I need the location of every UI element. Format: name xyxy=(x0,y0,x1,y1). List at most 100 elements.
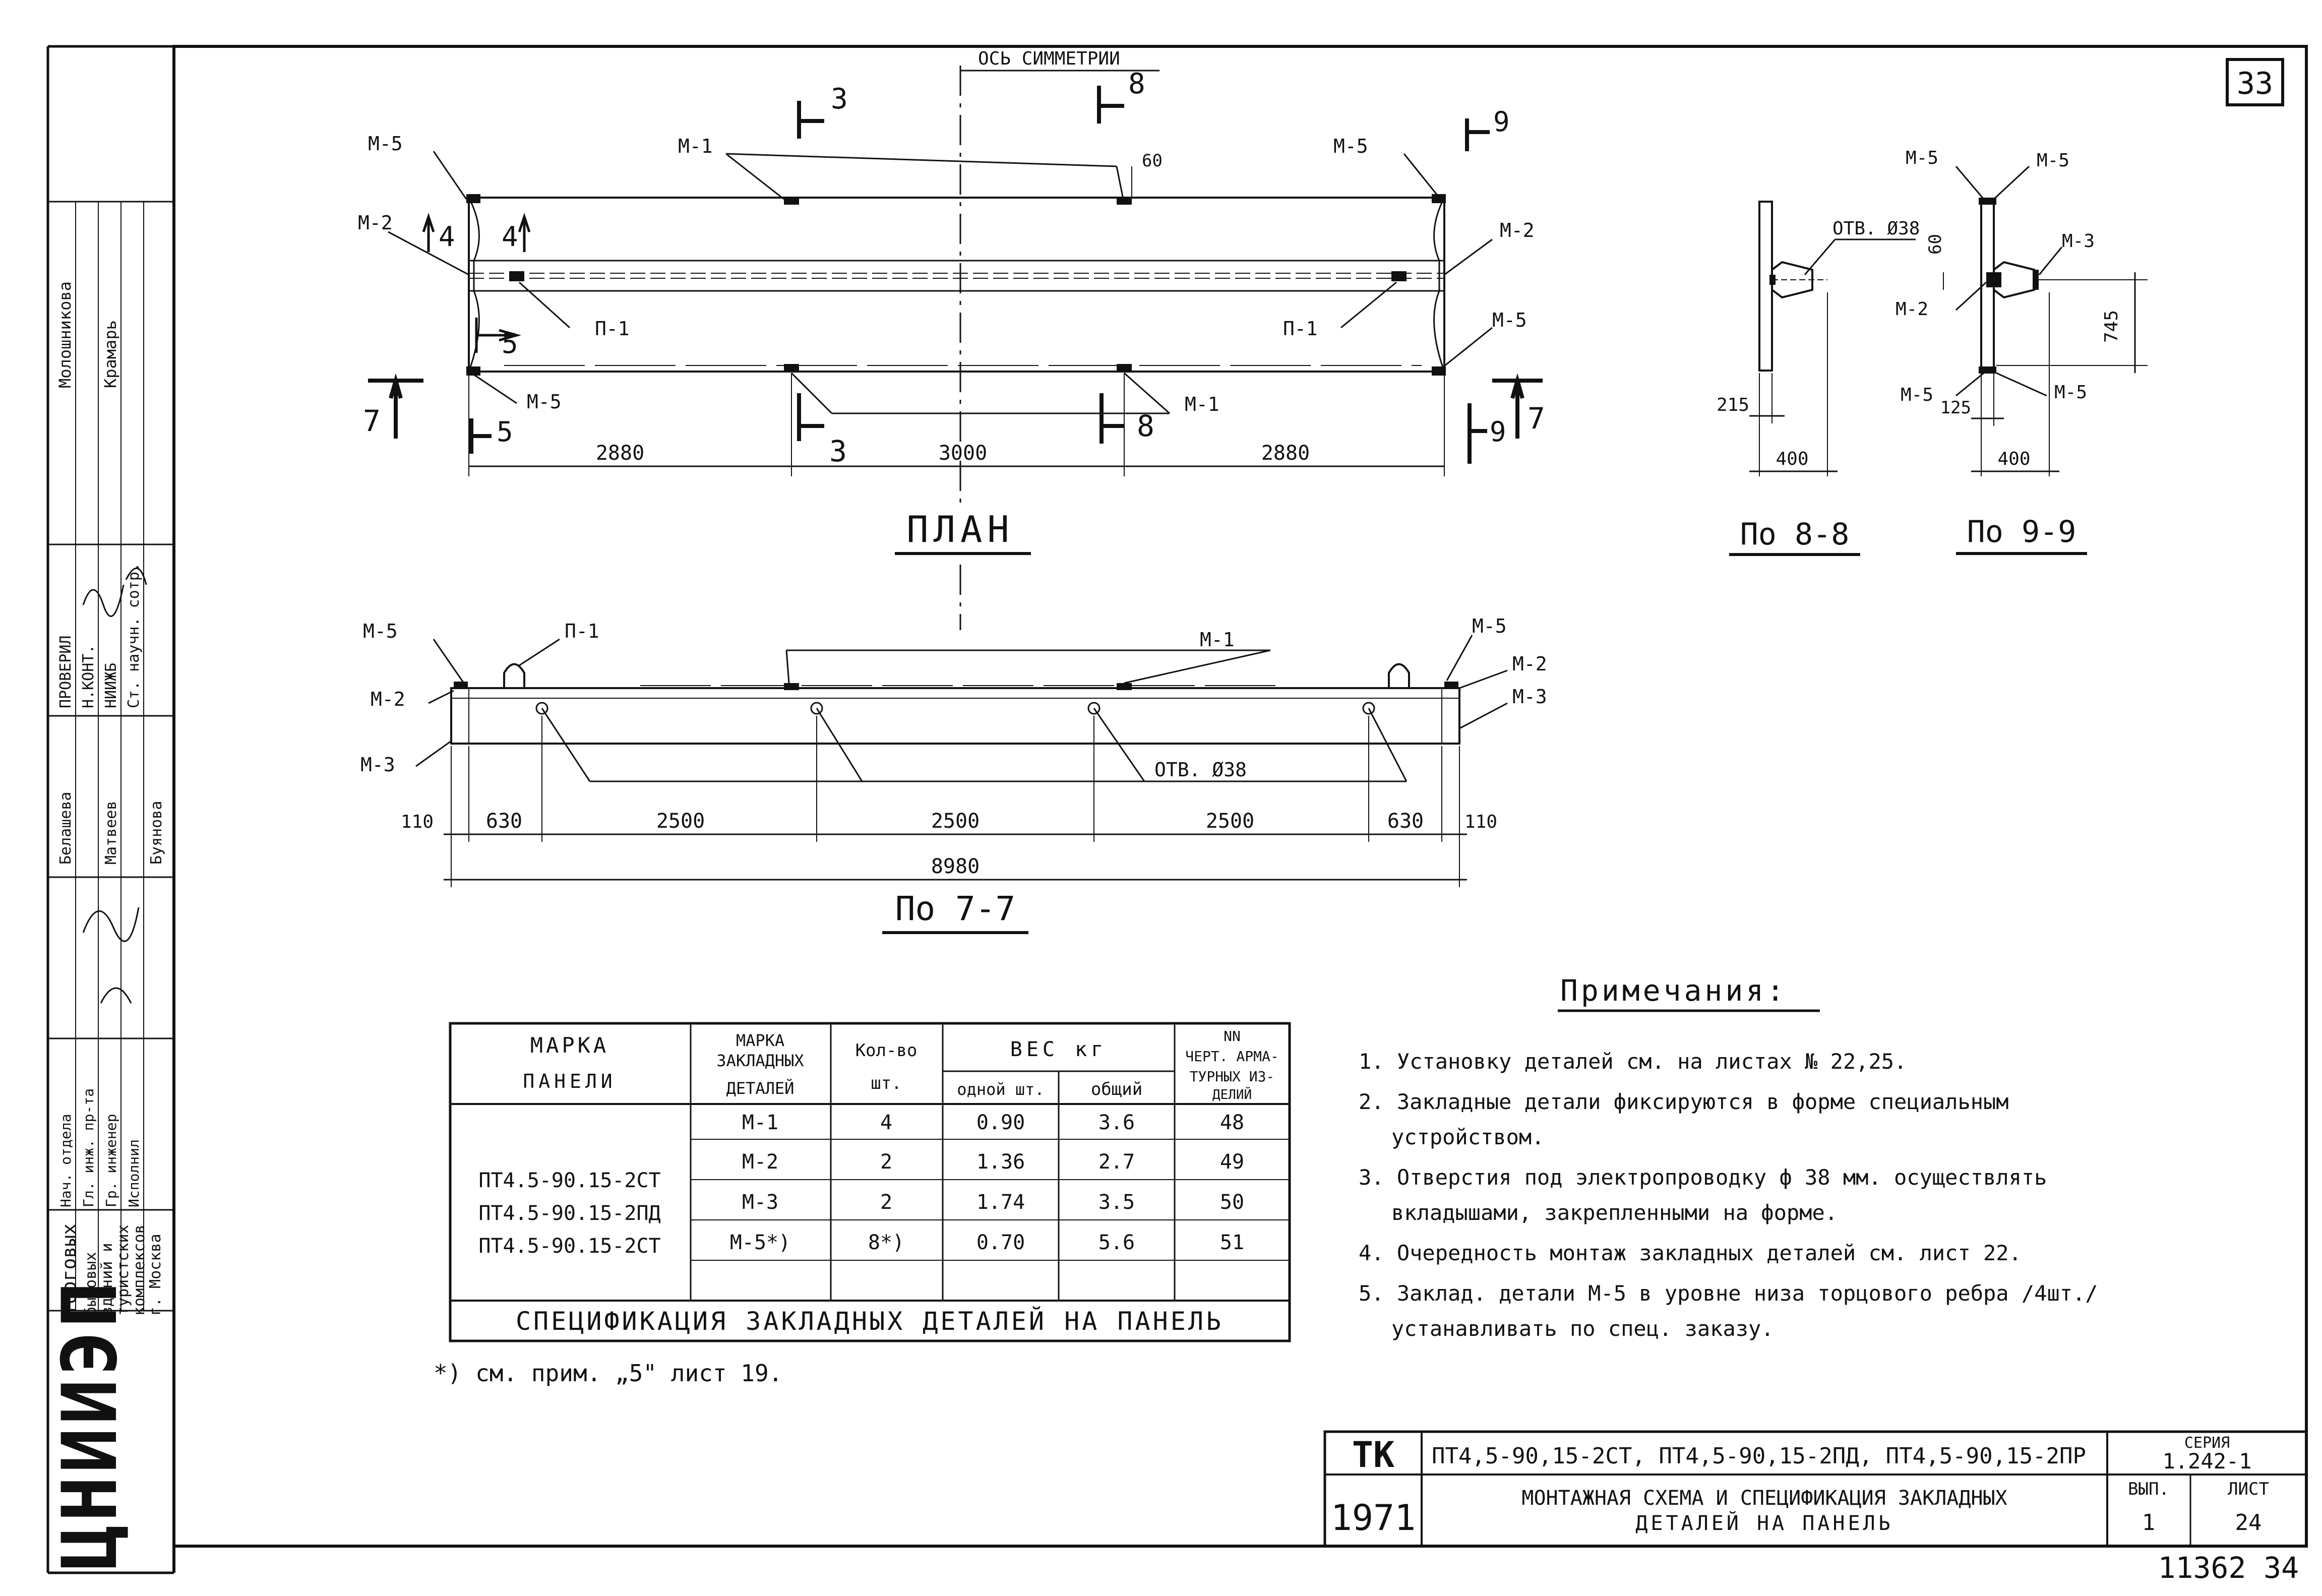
sec99-m3: М-3 xyxy=(2062,231,2095,252)
plan-sec-8-bottom: 8 xyxy=(1137,409,1154,443)
role-2: Гл. инж. пр-та xyxy=(80,1088,97,1207)
view77-m3-l: М-3 xyxy=(360,754,395,776)
stamp-bottom: 11362 34 xyxy=(2158,1551,2299,1585)
view77-m5-l: М-5 xyxy=(363,620,398,642)
view77-dim-2500-2: 2500 xyxy=(931,810,980,833)
th-drw-4: ДЕЛИЙ xyxy=(1212,1086,1252,1102)
row3-w-one: 1.74 xyxy=(976,1191,1025,1214)
row3-qty: 2 xyxy=(880,1191,892,1214)
name-4: Молошникова xyxy=(55,281,75,388)
tb-year: 1971 xyxy=(1331,1497,1416,1539)
plan-p1-l: П-1 xyxy=(595,318,630,340)
notes: Примечания: 1. Установку деталей см. на … xyxy=(1359,973,2098,1341)
panel-3: ПТ4.5-90.15-2СТ xyxy=(478,1235,660,1258)
org-line-4: туристских xyxy=(114,1224,132,1316)
plan-sec-3-top: 3 xyxy=(831,83,848,115)
org-logo: ЦНИИЭП xyxy=(46,1279,134,1570)
side-block: Торговых бытовых зданий и туристских ком… xyxy=(46,45,175,1574)
note-1: 1. Установку деталей см. на листах № 22,… xyxy=(1359,1049,1907,1074)
th-qty-2: шт. xyxy=(871,1073,901,1093)
tb-sheet: 24 xyxy=(2235,1510,2262,1536)
table-footnote: *) см. прим. „5" лист 19. xyxy=(434,1360,782,1387)
view77-dim-total: 8980 xyxy=(931,855,980,878)
th-qty-1: Кол-во xyxy=(856,1040,918,1061)
tb-sheet-label: ЛИСТ xyxy=(2228,1479,2269,1499)
org-line-5: комплексов xyxy=(131,1224,148,1316)
plan-sec-7-r: 7 xyxy=(1527,401,1545,436)
view77-title: По 7-7 xyxy=(895,889,1015,928)
panel-1: ПТ4.5-90.15-2СТ xyxy=(478,1169,660,1192)
row1-drawing: 48 xyxy=(1220,1111,1244,1134)
row2-part: М-2 xyxy=(742,1150,778,1174)
role-1: Нач. отдела xyxy=(57,1114,74,1207)
row3-drawing: 50 xyxy=(1220,1191,1244,1214)
view77-dim-630-l: 630 xyxy=(486,810,522,833)
plan-m2-l: М-2 xyxy=(358,212,393,234)
sec99-dim-60: 60 xyxy=(1925,234,1945,255)
plan-m5-bl: М-5 xyxy=(527,391,562,413)
view77-dim-2500-3: 2500 xyxy=(1206,810,1254,833)
sec88-dim-215: 215 xyxy=(1717,395,1749,415)
tb-title-2: ДЕТАЛЕЙ НА ПАНЕЛЬ xyxy=(1635,1511,1893,1535)
view77-dim-110-l: 110 xyxy=(401,812,434,832)
norm-control: Н.КОНТ. xyxy=(80,645,97,708)
row4-w-total: 5.6 xyxy=(1098,1231,1135,1254)
sec99-m5-tl: М-5 xyxy=(1906,148,1938,168)
plan-sec-8-top: 8 xyxy=(1128,68,1145,100)
plan-sec-4-r: 4 xyxy=(502,221,518,253)
th-part-3: ДЕТАЛЕЙ xyxy=(726,1079,795,1098)
view77-m2-l: М-2 xyxy=(371,688,405,710)
note-2b: устройством. xyxy=(1391,1125,1544,1149)
view77-m5-r: М-5 xyxy=(1472,615,1507,637)
sec99-m5-tr: М-5 xyxy=(2037,150,2069,171)
th-w-one: одной шт. xyxy=(957,1080,1044,1099)
page-number: 33 xyxy=(2237,66,2273,101)
sec99-m5-br: М-5 xyxy=(2054,382,2087,403)
view77-hole-label: ОТВ. Ø38 xyxy=(1154,759,1247,781)
plan-m1-top: М-1 xyxy=(678,135,713,157)
plan-dim-3000: 3000 xyxy=(939,442,987,465)
tb-issue: 1 xyxy=(2142,1510,2156,1536)
note-5b: устанавливать по спец. заказу. xyxy=(1391,1316,1774,1341)
role-4: Исполнил xyxy=(126,1139,142,1207)
th-drw-3: ТУРНЫХ ИЗ- xyxy=(1190,1068,1275,1085)
plan-title: ПЛАН xyxy=(906,508,1014,550)
sheet-frame xyxy=(172,45,2308,1548)
th-drw-2: ЧЕРТ. АРМА- xyxy=(1185,1048,1278,1065)
page-number-box xyxy=(2226,58,2284,106)
plan-m5-tl: М-5 xyxy=(368,133,403,155)
row2-w-total: 2.7 xyxy=(1098,1150,1135,1174)
plan-sec-5-bottom: 5 xyxy=(497,416,513,448)
section-9-9: М-5 М-5 М-3 М-2 М-5 М-5 60 745 125 400 П… xyxy=(1896,148,2148,555)
plan-dim-2880-r: 2880 xyxy=(1261,442,1310,465)
th-part-1: МАРКА xyxy=(736,1031,784,1050)
sec88-dim-400: 400 xyxy=(1776,449,1808,469)
plan-sec-7-l: 7 xyxy=(363,404,381,438)
view77-dim-2500-1: 2500 xyxy=(656,810,705,833)
sec99-dim-125: 125 xyxy=(1940,398,1971,418)
plan-view: ОСЬ СИММЕТРИИ М-5 М-2 М-1 60 xyxy=(358,48,1545,630)
note-2a: 2. Закладные детали фиксируются в форме … xyxy=(1359,1089,2009,1114)
view77-dim-110-r: 110 xyxy=(1464,812,1497,832)
name-2: Матвеев xyxy=(102,801,120,865)
th-panel-1: МАРКА xyxy=(530,1033,609,1058)
sec88-title: По 8-8 xyxy=(1740,517,1850,552)
norm-institute: НИИЖБ xyxy=(102,663,120,708)
tb-code: ТК xyxy=(1352,1434,1394,1476)
view77-p1: П-1 xyxy=(565,620,599,642)
tb-marks: ПТ4,5-90,15-2СТ, ПТ4,5-90,15-2ПД, ПТ4,5-… xyxy=(1432,1443,2086,1469)
row4-qty: 8*) xyxy=(868,1231,904,1254)
name-3: Буянова xyxy=(148,801,165,865)
view77-m1: М-1 xyxy=(1200,629,1235,651)
plan-sec-5-top: 5 xyxy=(502,328,518,359)
th-drw-1: NN xyxy=(1224,1028,1241,1045)
sec99-dim-400: 400 xyxy=(1997,449,2030,469)
plan-sec-4-l: 4 xyxy=(439,221,455,253)
spec-table: МАРКА ПАНЕЛИ МАРКА ЗАКЛАДНЫХ ДЕТАЛЕЙ Кол… xyxy=(434,1022,1291,1387)
plan-dim-60: 60 xyxy=(1142,151,1163,171)
panel-2: ПТ4.5-90.15-2ПД xyxy=(478,1202,660,1225)
org-line-1: Торговых xyxy=(58,1223,80,1316)
plan-sec-9-top: 9 xyxy=(1493,106,1510,138)
view77-dim-630-r: 630 xyxy=(1387,810,1424,833)
